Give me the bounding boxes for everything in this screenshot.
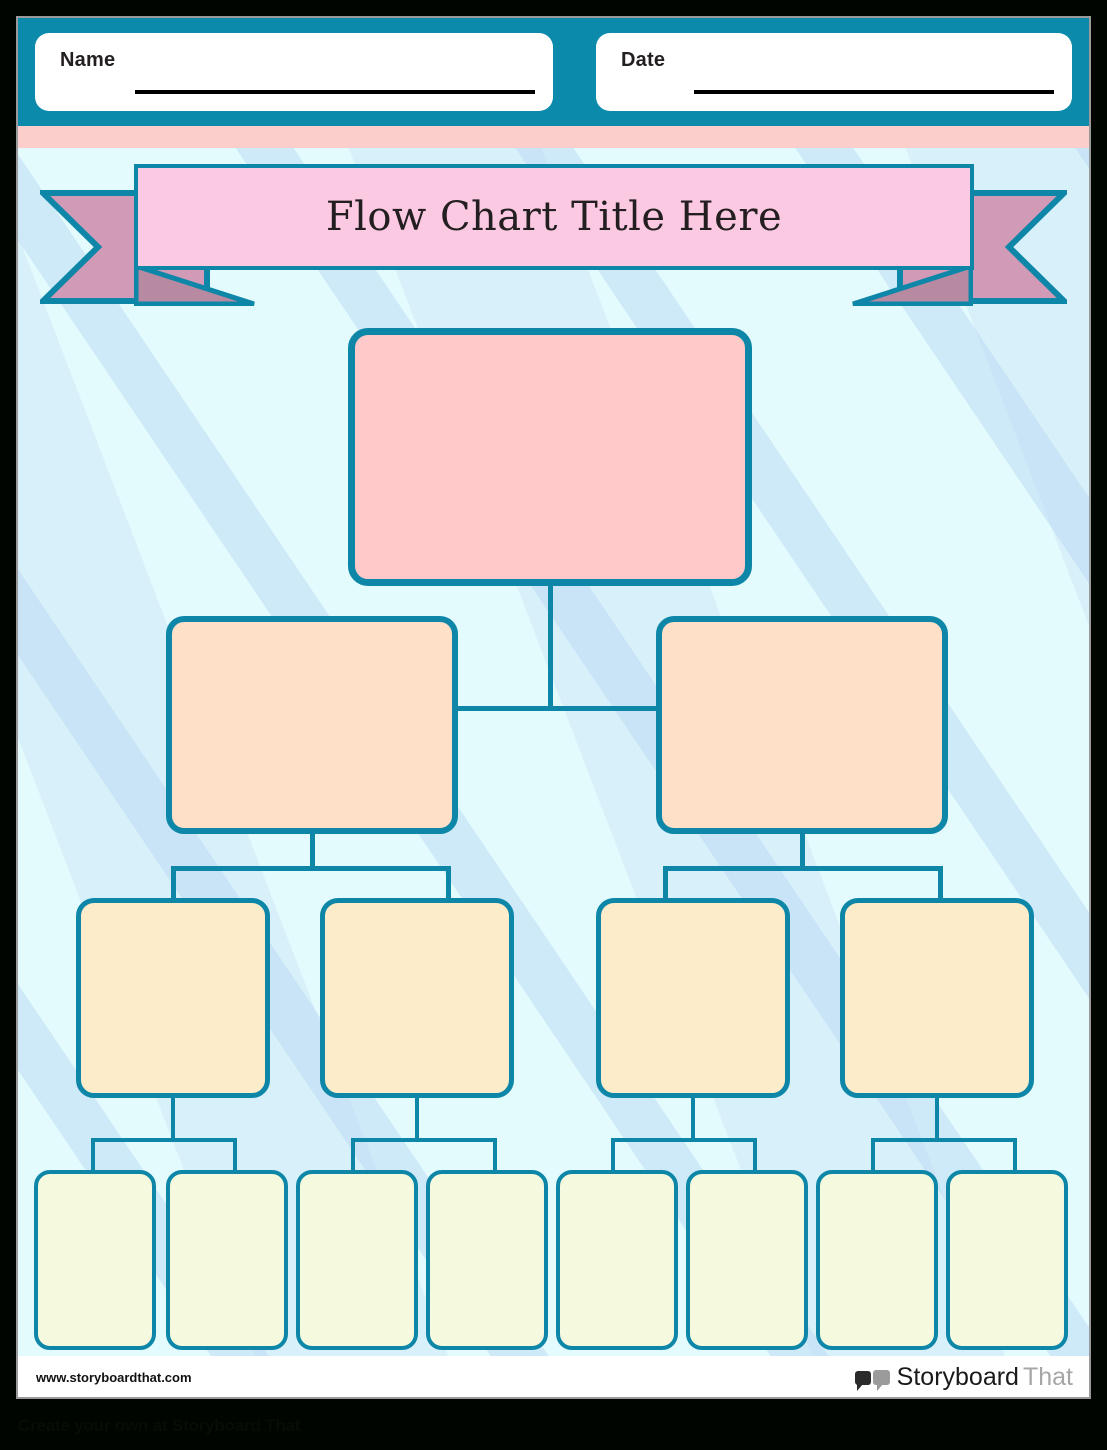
connector-n3a-stem bbox=[171, 1098, 175, 1142]
page-title: Flow Chart Title Here bbox=[325, 194, 783, 240]
speech-bubble-gray-icon bbox=[872, 1370, 890, 1391]
date-field[interactable]: Date bbox=[596, 33, 1072, 111]
connector-n3b-splitbar bbox=[351, 1138, 497, 1142]
connector-n3a-splitbar bbox=[91, 1138, 237, 1142]
footer: www.storyboardthat.com Storyboard That bbox=[18, 1356, 1089, 1397]
flow-node-level2-right[interactable] bbox=[656, 616, 948, 834]
connector-n3b-stem bbox=[415, 1098, 419, 1142]
logo-word-that: That bbox=[1022, 1363, 1073, 1391]
connector-n3a-drop bbox=[171, 866, 176, 902]
storyboardthat-logo[interactable]: Storyboard That bbox=[854, 1363, 1073, 1392]
connector-level2-bar bbox=[454, 706, 662, 711]
flow-node-level4-1[interactable] bbox=[34, 1170, 156, 1350]
flow-node-level4-7[interactable] bbox=[816, 1170, 938, 1350]
speech-bubble-dark-icon bbox=[854, 1370, 871, 1391]
connector-n2a-stem bbox=[310, 834, 315, 870]
name-field[interactable]: Name bbox=[35, 33, 553, 111]
flow-node-level3-4[interactable] bbox=[840, 898, 1034, 1098]
connector-n4f-drop bbox=[753, 1138, 757, 1172]
flow-node-level2-left[interactable] bbox=[166, 616, 458, 834]
connector-n3c-drop bbox=[663, 866, 668, 902]
connector-n2a-bar bbox=[171, 866, 451, 871]
footer-url[interactable]: www.storyboardthat.com bbox=[36, 1370, 192, 1385]
flow-node-level3-2[interactable] bbox=[320, 898, 514, 1098]
date-label: Date bbox=[621, 49, 666, 71]
flow-node-level3-3[interactable] bbox=[596, 898, 790, 1098]
flow-node-level4-8[interactable] bbox=[946, 1170, 1068, 1350]
connector-n4h-drop bbox=[1013, 1138, 1017, 1172]
connector-n3c-stem bbox=[691, 1098, 695, 1142]
flow-node-level4-6[interactable] bbox=[686, 1170, 808, 1350]
connector-n4a-drop bbox=[91, 1138, 95, 1172]
flow-node-level4-5[interactable] bbox=[556, 1170, 678, 1350]
connector-n3b-drop bbox=[446, 866, 451, 902]
bottom-caption: Create your own at Storyboard That bbox=[18, 1416, 301, 1435]
connector-n2b-stem bbox=[800, 834, 805, 870]
connector-n3c-splitbar bbox=[611, 1138, 757, 1142]
connector-n4e-drop bbox=[611, 1138, 615, 1172]
banner-fold-right-icon bbox=[852, 264, 973, 306]
connector-n2b-bar bbox=[663, 866, 943, 871]
connector-n1-stem bbox=[548, 586, 553, 710]
connector-n4g-drop bbox=[871, 1138, 875, 1172]
flow-node-level1[interactable] bbox=[348, 328, 752, 586]
banner-fold-left-icon bbox=[134, 264, 255, 306]
worksheet-page: Name Date Flow C bbox=[18, 18, 1089, 1397]
pink-accent-strip bbox=[18, 126, 1089, 148]
connector-n4d-drop bbox=[493, 1138, 497, 1172]
header-band: Name Date bbox=[18, 18, 1089, 126]
connector-n4b-drop bbox=[233, 1138, 237, 1172]
connector-n3d-splitbar bbox=[871, 1138, 1017, 1142]
connector-n3d-drop bbox=[938, 866, 943, 902]
worksheet-body: Flow Chart Title Here bbox=[18, 148, 1089, 1356]
name-label: Name bbox=[60, 49, 116, 71]
flow-node-level3-1[interactable] bbox=[76, 898, 270, 1098]
title-banner: Flow Chart Title Here bbox=[18, 164, 1089, 306]
banner-title-panel[interactable]: Flow Chart Title Here bbox=[134, 164, 974, 270]
logo-word-storyboard: Storyboard bbox=[896, 1363, 1019, 1391]
connector-n4c-drop bbox=[351, 1138, 355, 1172]
date-write-line bbox=[694, 90, 1054, 94]
flow-chart bbox=[18, 148, 1089, 1356]
flow-node-level4-2[interactable] bbox=[166, 1170, 288, 1350]
flow-node-level4-4[interactable] bbox=[426, 1170, 548, 1350]
name-write-line bbox=[135, 90, 535, 94]
connector-n3d-stem bbox=[935, 1098, 939, 1142]
flow-node-level4-3[interactable] bbox=[296, 1170, 418, 1350]
